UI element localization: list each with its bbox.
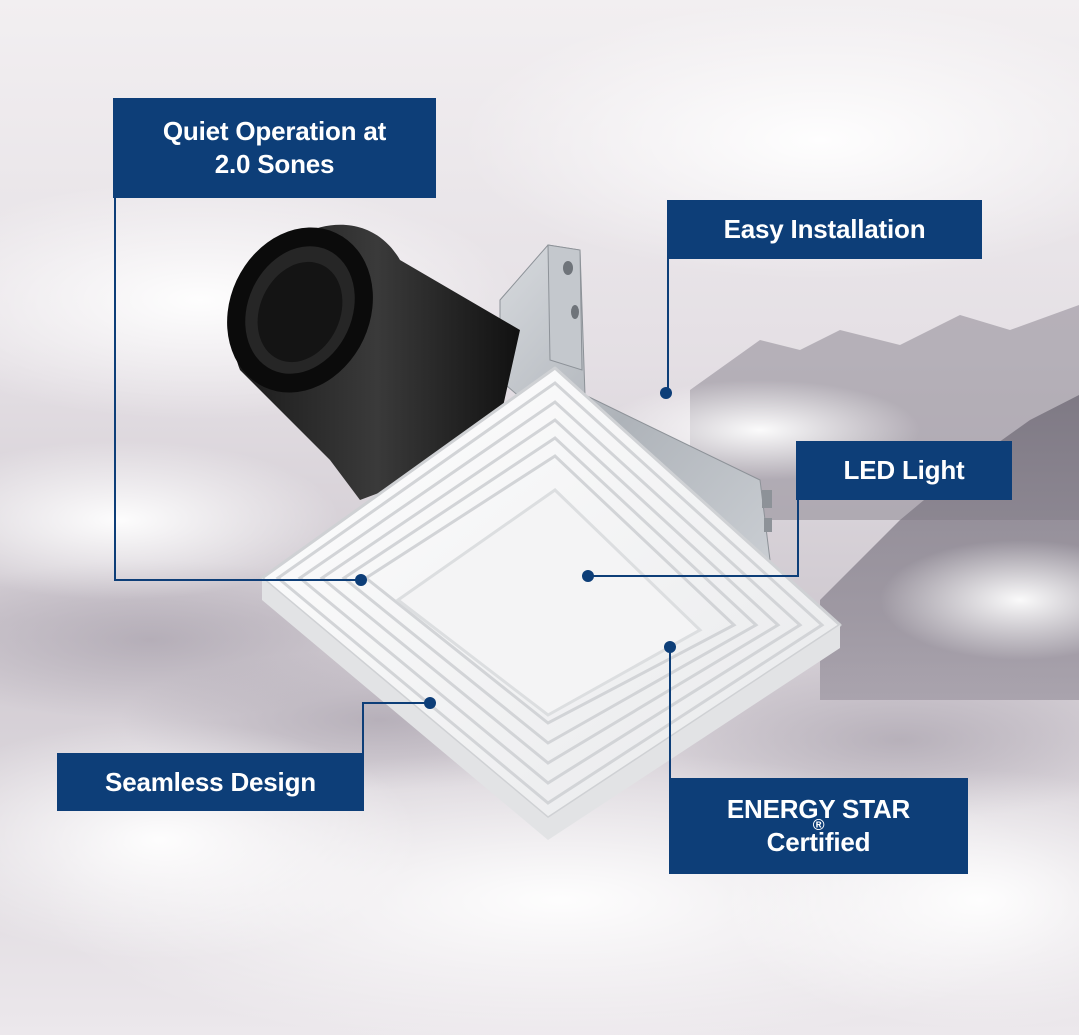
connector-led [588,500,799,577]
callout-energy-star: ENERGY STAR® Certified [669,778,968,874]
callout-dot-install [660,387,672,399]
connector-seamless [362,702,430,753]
connector-quiet [114,198,358,581]
led-light-panel [395,488,703,717]
callout-quiet-operation: Quiet Operation at 2.0 Sones [113,98,436,198]
callout-seamless-design: Seamless Design [57,753,364,811]
callout-seamless-label: Seamless Design [105,766,316,797]
callout-led-light: LED Light [796,441,1012,500]
metal-housing [499,244,772,561]
callout-quiet-line1: Quiet Operation at [162,116,387,146]
callout-easy-installation: Easy Installation [667,200,982,259]
grille-cover [260,366,842,840]
callout-led-label: LED Light [843,455,965,485]
callout-energy-line1: ENERGY STAR® [726,794,911,834]
callout-install-label: Easy Installation [723,214,926,244]
duct-collar [227,224,520,500]
callout-energy-line2: Certified [766,827,871,857]
callout-dot-seamless [424,697,436,709]
energy-star-text: ENERGY STAR [726,794,911,824]
callout-dot-led [582,570,594,582]
callout-dot-energy [664,641,676,653]
callout-dot-quiet [355,574,367,586]
callout-quiet-line2: 2.0 Sones [214,149,335,179]
